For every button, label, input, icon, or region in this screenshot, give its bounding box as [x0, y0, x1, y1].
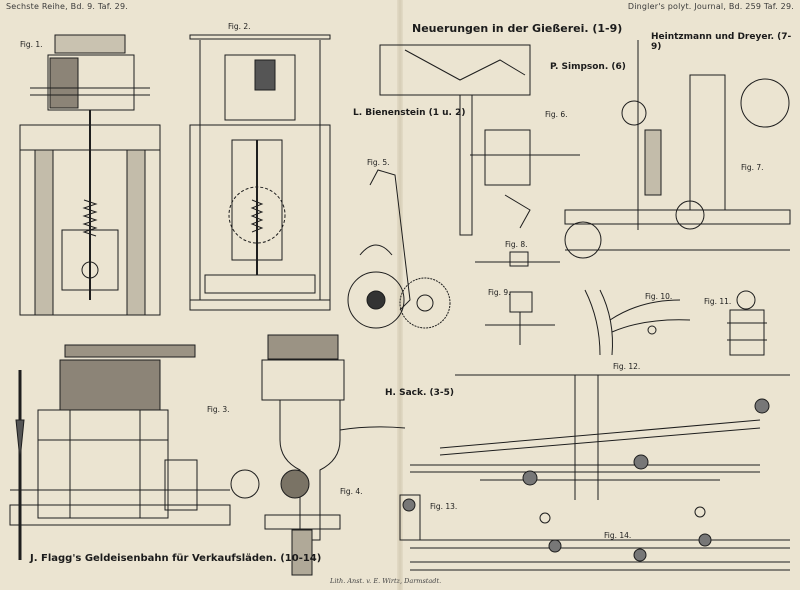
title-sack: H. Sack. (3-5)	[385, 388, 454, 398]
label-fig13: Fig. 13.	[430, 502, 458, 511]
fig7-drawing	[564, 40, 791, 259]
title-main: Neuerungen in der Gießerei. (1-9)	[412, 22, 623, 35]
label-fig8: Fig. 8.	[505, 240, 528, 249]
fig3-drawing	[9, 344, 260, 560]
title-flagg: J. Flagg's Geldeisenbahn für Verkaufsläd…	[30, 553, 322, 564]
label-fig14: Fig. 14.	[604, 531, 632, 540]
fig14-drawing	[410, 533, 790, 571]
label-fig6: Fig. 6.	[545, 110, 568, 119]
header-right: Dingler's polyt. Journal, Bd. 259 Taf. 2…	[627, 2, 794, 11]
fig13-drawing	[399, 494, 421, 541]
label-fig10: Fig. 10.	[645, 292, 673, 301]
label-fig11: Fig. 11.	[704, 297, 732, 306]
fig1-drawing	[19, 34, 161, 316]
label-fig7: Fig. 7.	[741, 163, 764, 172]
label-fig5: Fig. 5.	[367, 158, 390, 167]
label-fig3: Fig. 3.	[207, 405, 230, 414]
fig8-drawing	[475, 251, 560, 267]
fig6-drawing	[379, 44, 580, 236]
header-left: Sechste Reihe, Bd. 9. Taf. 29.	[6, 2, 128, 11]
title-bienenstein: L. Bienenstein (1 u. 2)	[353, 108, 466, 118]
title-simpson: P. Simpson. (6)	[550, 62, 626, 72]
fig4-drawing	[261, 334, 406, 576]
fig12-drawing	[410, 374, 790, 524]
label-fig9: Fig. 9.	[488, 288, 511, 297]
fig5-drawing	[347, 169, 451, 329]
label-fig1: Fig. 1.	[20, 40, 43, 49]
lithographer-imprint: Lith. Anst. v. E. Wirtz, Darmstadt.	[330, 577, 442, 585]
label-fig2: Fig. 2.	[228, 22, 251, 31]
label-fig4: Fig. 4.	[340, 487, 363, 496]
title-heintzmann: Heintzmann und Dreyer. (7-9)	[651, 32, 792, 52]
fig9-drawing	[485, 291, 555, 345]
page-fold	[397, 0, 403, 590]
fig11-drawing	[727, 290, 767, 356]
fig10-drawing	[584, 289, 691, 356]
fig2-drawing	[189, 34, 331, 311]
label-fig12: Fig. 12.	[613, 362, 641, 371]
